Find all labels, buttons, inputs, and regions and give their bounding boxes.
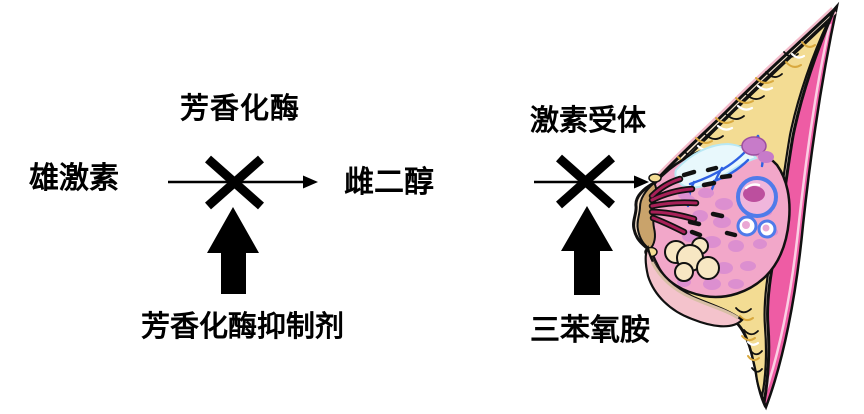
right-inhibitor-up-arrow-icon xyxy=(561,206,613,295)
left-inhibitor-up-arrow-icon xyxy=(207,207,259,294)
chest-wall-highlight-stripe xyxy=(763,23,832,395)
left-reaction-scheme xyxy=(168,155,318,294)
breast-cross-section-illustration xyxy=(632,1,840,411)
lobule-cluster-top xyxy=(741,136,767,156)
left-reaction-arrowhead xyxy=(303,175,318,189)
right-reaction-arrowhead xyxy=(634,175,649,189)
androgen-label: 雄激素 xyxy=(29,161,119,196)
left-blocked-cross-icon xyxy=(205,155,264,210)
hormone-receptor-label: 激素受体 xyxy=(530,103,647,137)
cyst-large xyxy=(736,176,778,218)
cyst-small-right xyxy=(757,219,777,239)
aromatase-label: 芳香化酶 xyxy=(180,91,301,125)
duct-dashes xyxy=(681,165,738,238)
cyst-small-left xyxy=(736,215,758,237)
aromatase-inhibitor-label: 芳香化酶抑制剂 xyxy=(141,309,345,343)
gland-cluster xyxy=(664,237,720,282)
right-blocked-cross-icon xyxy=(556,154,615,209)
right-reaction-scheme xyxy=(534,154,649,295)
tamoxifen-label: 三苯氧胺 xyxy=(530,313,650,348)
duct-vessels xyxy=(650,177,698,234)
estradiol-label: 雌二醇 xyxy=(344,165,434,200)
fold-tan-stripe xyxy=(650,261,739,320)
areola-fat-bump-top xyxy=(648,173,662,183)
lobule-cluster-top-small xyxy=(758,151,774,163)
